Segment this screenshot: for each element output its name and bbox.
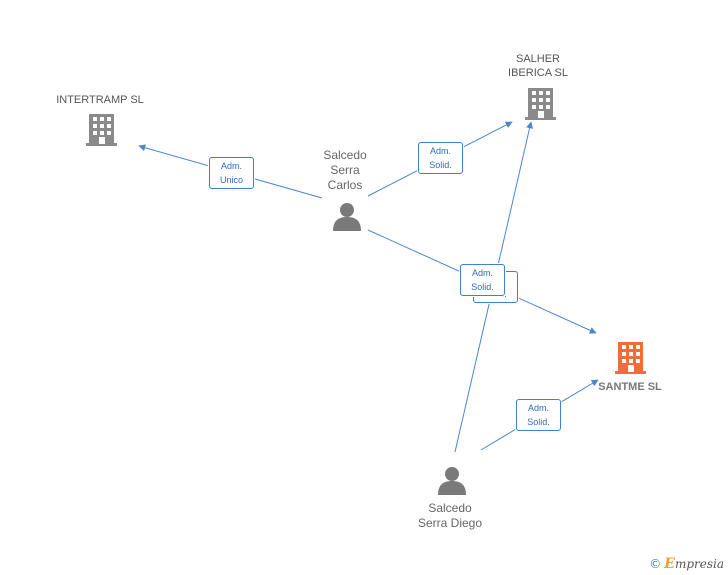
intertramp-building-icon[interactable]: [86, 112, 117, 146]
role-carlos-intertramp: Adm. Unico: [209, 157, 254, 189]
carlos-label[interactable]: Salcedo Serra Carlos: [323, 148, 367, 192]
intertramp-label[interactable]: INTERTRAMP SL: [56, 94, 144, 106]
santme-building-icon[interactable]: [615, 342, 646, 374]
empresia-logo[interactable]: ©Empresia: [649, 556, 724, 572]
diego-label[interactable]: Salcedo Serra Diego: [417, 501, 483, 530]
salher-building-icon[interactable]: [525, 88, 556, 120]
role-diego-santme: Adm. Solid.: [516, 399, 561, 431]
brand-name: mpresia: [674, 557, 724, 571]
role-carlos-santme: Adm. Solid.: [460, 264, 505, 296]
santme-label[interactable]: SANTME SL: [598, 381, 662, 393]
copyright-icon: ©: [649, 557, 662, 571]
carlos-person-icon[interactable]: [333, 203, 361, 231]
diego-person-icon[interactable]: [438, 467, 466, 495]
brand-initial: E: [664, 556, 675, 572]
role-carlos-salher: Adm. Solid.: [418, 142, 463, 174]
salher-label[interactable]: SALHER IBERICA SL: [508, 53, 568, 79]
